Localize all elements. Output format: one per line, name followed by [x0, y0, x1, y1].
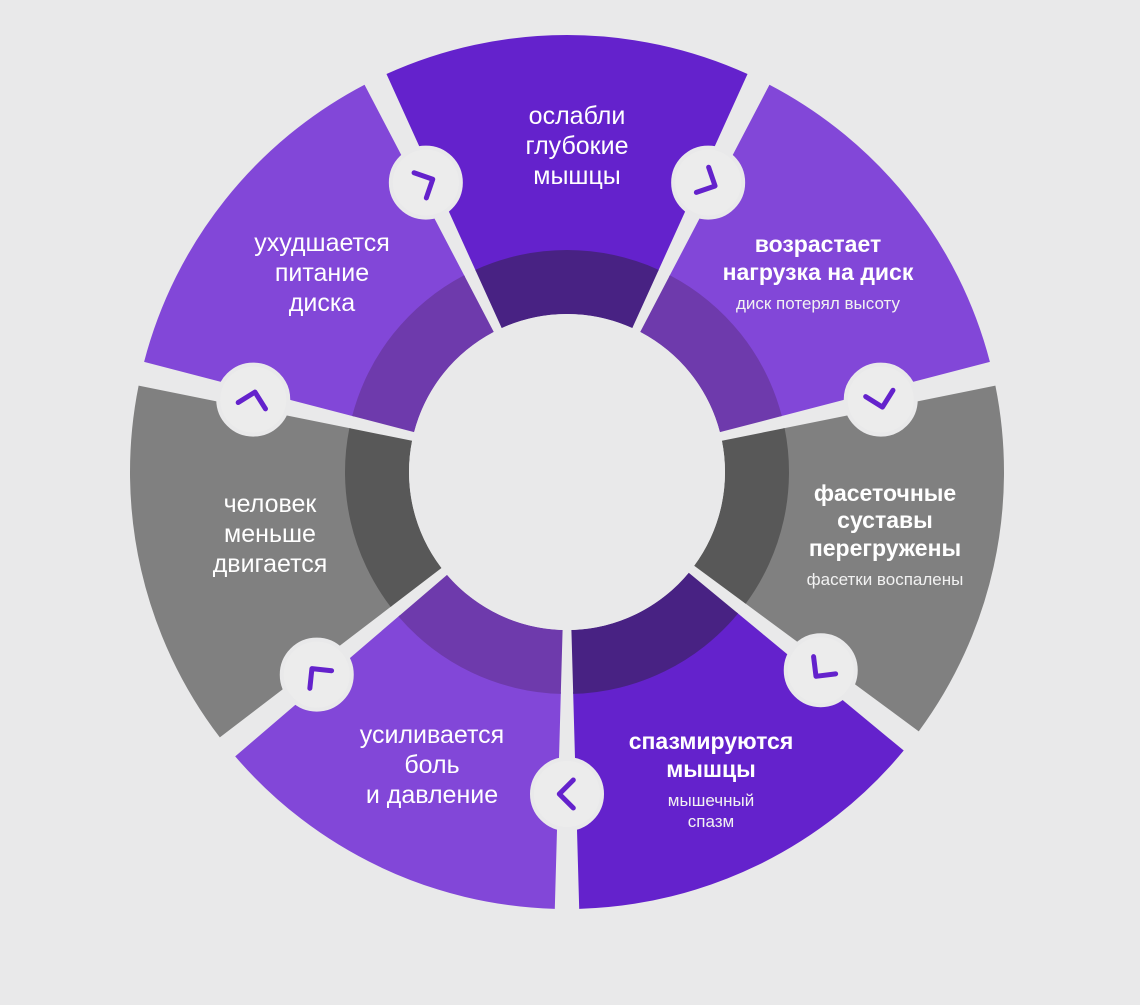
ring-piece-pain-pressure	[398, 574, 563, 694]
connector	[216, 362, 291, 437]
segment-sub-text: диск потерял высоту	[735, 294, 901, 314]
connector	[388, 145, 463, 220]
connector	[783, 633, 858, 708]
ring-piece-muscle-spasm	[571, 572, 739, 694]
connector-circle	[530, 757, 604, 831]
chevron-right-icon	[411, 170, 436, 201]
chevron-right-icon	[693, 164, 718, 195]
connector	[843, 362, 918, 437]
center-circle	[409, 314, 725, 630]
connector-circle	[843, 362, 918, 437]
segment-main-text: спазмируются мышцы	[628, 728, 794, 782]
segment-label-disc-load: возрастает нагрузка на диск диск потерял…	[678, 231, 958, 315]
chevron-right-icon	[235, 389, 268, 412]
segment-disc-load	[668, 84, 990, 417]
chevron-right-icon	[556, 777, 576, 811]
segment-main-text: ухудшается питание диска	[254, 229, 390, 317]
segment-main-text: человек меньше двигается	[212, 490, 328, 578]
segment-sub-text: фасетки воспалены	[806, 570, 964, 590]
connector-circle	[671, 145, 746, 220]
segment-main-text: ослабли глубокие мышцы	[525, 102, 629, 190]
segment-label-muscle-spasm: спазмируются мышцы мышечный спазм	[581, 728, 841, 832]
connector-circle	[388, 145, 463, 220]
ring-piece-weak-muscles	[475, 250, 659, 329]
connector-circle	[279, 637, 354, 712]
segment-label-disc-nutrition: ухудшается питание диска	[212, 228, 432, 318]
ring-piece-facet-joints	[694, 428, 789, 604]
ring-piece-disc-nutrition	[352, 275, 494, 433]
segment-label-facet-joints: фасеточные суставы перегружены фасетки в…	[770, 480, 1000, 591]
segment-label-pain-pressure: усиливается боль и давление	[312, 720, 552, 810]
segment-main-text: возрастает нагрузка на диск	[722, 231, 914, 285]
segment-sub-text: мышечный спазм	[667, 791, 755, 831]
ring-piece-disc-load	[640, 275, 782, 433]
ring-piece-less-movement	[345, 428, 442, 607]
segment-main-text: фасеточные суставы перегружены	[808, 479, 962, 561]
segment-label-less-movement: человек меньше двигается	[165, 489, 375, 579]
connector	[530, 757, 604, 831]
connector-circle	[216, 362, 291, 437]
segment-disc-nutrition	[144, 84, 466, 417]
segment-label-weak-muscles: ослабли глубокие мышцы	[467, 101, 687, 191]
connector	[279, 637, 354, 712]
chevron-right-icon	[811, 654, 839, 679]
chevron-right-icon	[863, 387, 896, 410]
connector	[671, 145, 746, 220]
connector-circle	[783, 633, 858, 708]
segment-main-text: усиливается боль и давление	[359, 721, 505, 809]
chevron-right-icon	[307, 666, 335, 691]
segment-weak-muscles	[386, 35, 748, 272]
